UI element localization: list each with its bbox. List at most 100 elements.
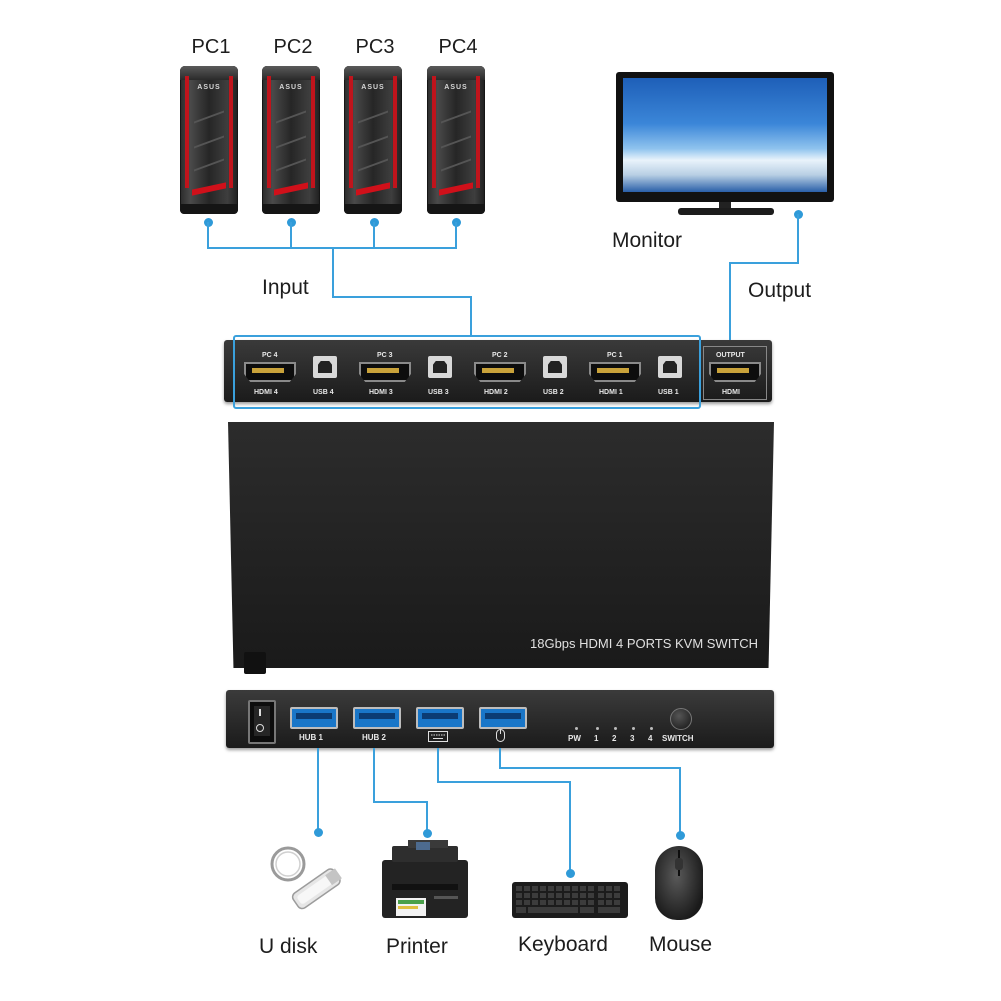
input-trunk-horizontal (332, 296, 472, 298)
keyboard-icon (428, 731, 448, 742)
hub-2-port (353, 707, 401, 729)
output-riser-line (729, 262, 731, 342)
output-drop-line (797, 214, 799, 264)
mouse-port (479, 707, 527, 729)
keyboard-image (512, 882, 628, 918)
led-pw (575, 727, 578, 730)
rear-pc2-label: PC 2 (492, 352, 508, 359)
pc1-drop-line (207, 222, 209, 248)
monitor-neck (719, 202, 731, 210)
hdmi-4-port (244, 362, 296, 382)
usb-2-port (543, 356, 567, 378)
pc3-label: PC3 (355, 36, 395, 58)
input-trunk-line (332, 247, 334, 297)
pc1-brand-logo: ASUS (197, 84, 221, 91)
printer-drop-line (373, 748, 375, 802)
usb-4-port (313, 356, 337, 378)
output-port-frame (703, 346, 767, 400)
monitor-label: Monitor (612, 229, 683, 252)
led-3 (632, 727, 635, 730)
product-name: 18Gbps HDMI 4 PORTS KVM SWITCH (530, 636, 759, 651)
printer-image (382, 840, 468, 918)
rear-pc3-label: PC 3 (377, 352, 393, 359)
led-pw-label: PW (568, 734, 581, 743)
output-horizontal-line (729, 262, 799, 264)
led-2-label: 2 (612, 734, 617, 743)
kvm-top-view (228, 422, 774, 668)
hdmi-output-port (709, 362, 761, 382)
power-switch[interactable] (248, 700, 276, 744)
pc2-label: PC2 (273, 36, 313, 58)
led-4-label: 4 (648, 734, 653, 743)
printer-riser-line (426, 801, 428, 833)
pc3-drop-line (373, 222, 375, 248)
keyboard-label: Keyboard (518, 933, 608, 956)
switch-label: SWITCH (662, 734, 694, 743)
udisk-label: U disk (259, 935, 318, 958)
usb-1-label: USB 1 (658, 389, 679, 396)
rear-pc1-label: PC 1 (607, 352, 623, 359)
pc4-brand-logo: ASUS (444, 84, 468, 91)
mouse-image (655, 846, 703, 920)
hdmi-2-port (474, 362, 526, 382)
rear-pc4-label: PC 4 (262, 352, 278, 359)
mouse-riser-line (679, 767, 681, 835)
hub-2-label: HUB 2 (362, 733, 387, 742)
pc1-label: PC1 (191, 36, 231, 58)
monitor (616, 72, 834, 202)
pc4-tower: ASUS (427, 66, 485, 214)
hub-1-label: HUB 1 (299, 733, 324, 742)
mouse-horizontal-line (499, 767, 681, 769)
keyboard-port (416, 707, 464, 729)
led-3-label: 3 (630, 734, 635, 743)
hdmi-2-label: HDMI 2 (484, 389, 508, 396)
keyboard-connector-dot (566, 869, 575, 878)
pc4-label: PC4 (438, 36, 478, 58)
output-hdmi-label: HDMI (722, 389, 740, 396)
usb-3-port (428, 356, 452, 378)
mouse-icon (496, 729, 505, 742)
mouse-connector-dot (676, 831, 685, 840)
led-4 (650, 727, 653, 730)
input-trunk-drop (470, 296, 472, 336)
hdmi-3-label: HDMI 3 (369, 389, 393, 396)
hdmi-3-port (359, 362, 411, 382)
hdmi-4-label: HDMI 4 (254, 389, 278, 396)
output-label: Output (748, 279, 812, 302)
rubber-foot (244, 652, 266, 674)
led-2 (614, 727, 617, 730)
usb-4-label: USB 4 (313, 389, 334, 396)
pc2-tower: ASUS (262, 66, 320, 214)
input-ports-highlight (233, 335, 701, 409)
keyboard-riser-line (569, 781, 571, 873)
printer-horizontal-line (373, 801, 428, 803)
pc3-tower: ASUS (344, 66, 402, 214)
mouse-label: Mouse (649, 933, 713, 956)
rear-output-label: OUTPUT (716, 352, 745, 359)
printer-connector-dot (423, 829, 432, 838)
hdmi-1-label: HDMI 1 (599, 389, 623, 396)
monitor-screen (623, 78, 827, 192)
switch-button[interactable] (670, 708, 692, 730)
pc2-brand-logo: ASUS (279, 84, 303, 91)
usb-3-label: USB 3 (428, 389, 449, 396)
udisk-line (317, 748, 319, 832)
hub-1-port (290, 707, 338, 729)
mouse-drop-line (499, 748, 501, 768)
hdmi-1-port (589, 362, 641, 382)
pc3-brand-logo: ASUS (361, 84, 385, 91)
udisk-connector-dot (314, 828, 323, 837)
led-1 (596, 727, 599, 730)
led-1-label: 1 (594, 734, 599, 743)
keyboard-horizontal-line (437, 781, 571, 783)
usb-2-label: USB 2 (543, 389, 564, 396)
pc4-drop-line (455, 222, 457, 248)
pc1-tower: ASUS (180, 66, 238, 214)
monitor-stand (678, 208, 774, 215)
keyboard-drop-line (437, 748, 439, 782)
input-label: Input (262, 276, 309, 299)
usb-1-port (658, 356, 682, 378)
pc2-drop-line (290, 222, 292, 248)
udisk-image (270, 846, 342, 910)
